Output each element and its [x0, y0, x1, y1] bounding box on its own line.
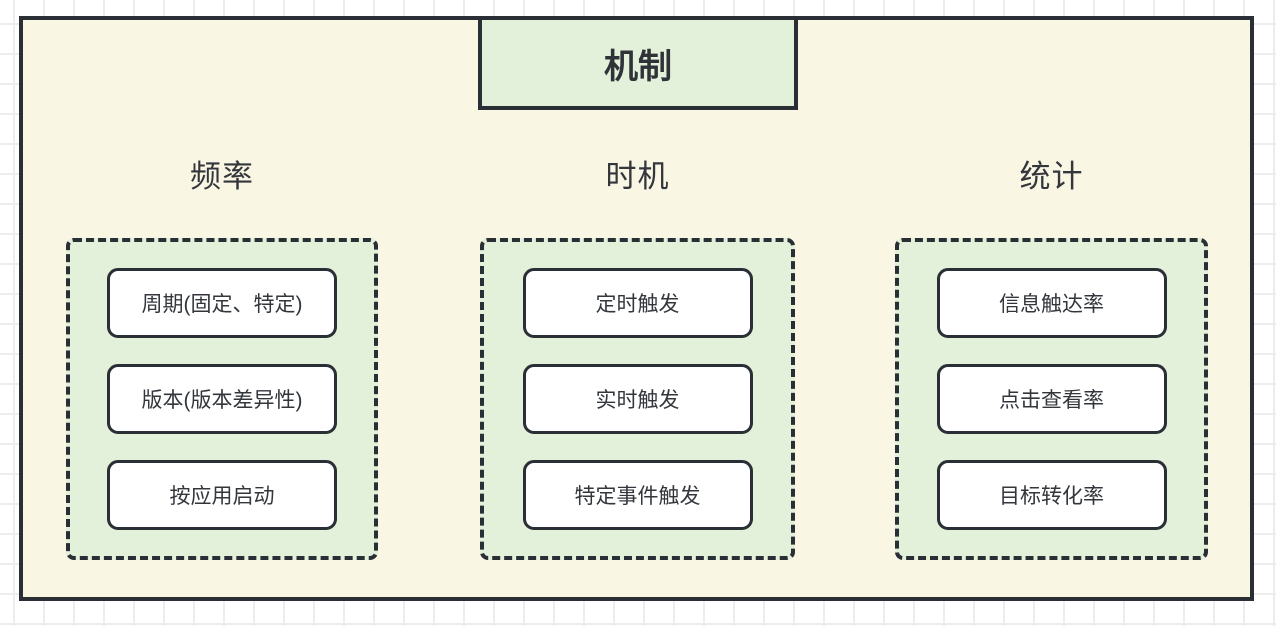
- node-version: 版本(版本差异性): [107, 364, 337, 434]
- node-label: 点击查看率: [999, 389, 1104, 412]
- node-label: 版本(版本差异性): [141, 389, 303, 412]
- column-header-frequency: 频率: [66, 150, 378, 196]
- node-label: 信息触达率: [999, 293, 1104, 316]
- group-timing: 定时触发 实时触发 特定事件触发: [480, 238, 795, 560]
- diagram-title: 机制: [604, 47, 672, 86]
- node-label: 实时触发: [595, 389, 680, 412]
- node-event-trigger: 特定事件触发: [522, 460, 753, 530]
- node-conversion-rate: 目标转化率: [936, 460, 1167, 530]
- node-reach-rate: 信息触达率: [936, 268, 1167, 338]
- node-label: 特定事件触发: [574, 485, 701, 508]
- column-header-timing: 时机: [480, 150, 795, 196]
- node-scheduled-trigger: 定时触发: [522, 268, 753, 338]
- node-label: 周期(固定、特定): [141, 293, 303, 316]
- node-realtime-trigger: 实时触发: [522, 364, 753, 434]
- group-frequency: 周期(固定、特定) 版本(版本差异性) 按应用启动: [66, 238, 378, 560]
- node-cycle: 周期(固定、特定): [107, 268, 337, 338]
- node-app-launch: 按应用启动: [107, 460, 337, 530]
- column-header-label: 统计: [1019, 158, 1084, 194]
- node-label: 按应用启动: [169, 485, 275, 508]
- node-label: 目标转化率: [999, 485, 1104, 508]
- column-header-statistics: 统计: [895, 150, 1208, 196]
- node-label: 定时触发: [595, 293, 680, 316]
- column-header-label: 时机: [605, 158, 670, 194]
- column-header-label: 频率: [190, 158, 254, 194]
- diagram-title-node: 机制: [478, 16, 798, 110]
- node-click-rate: 点击查看率: [936, 364, 1167, 434]
- group-statistics: 信息触达率 点击查看率 目标转化率: [895, 238, 1208, 560]
